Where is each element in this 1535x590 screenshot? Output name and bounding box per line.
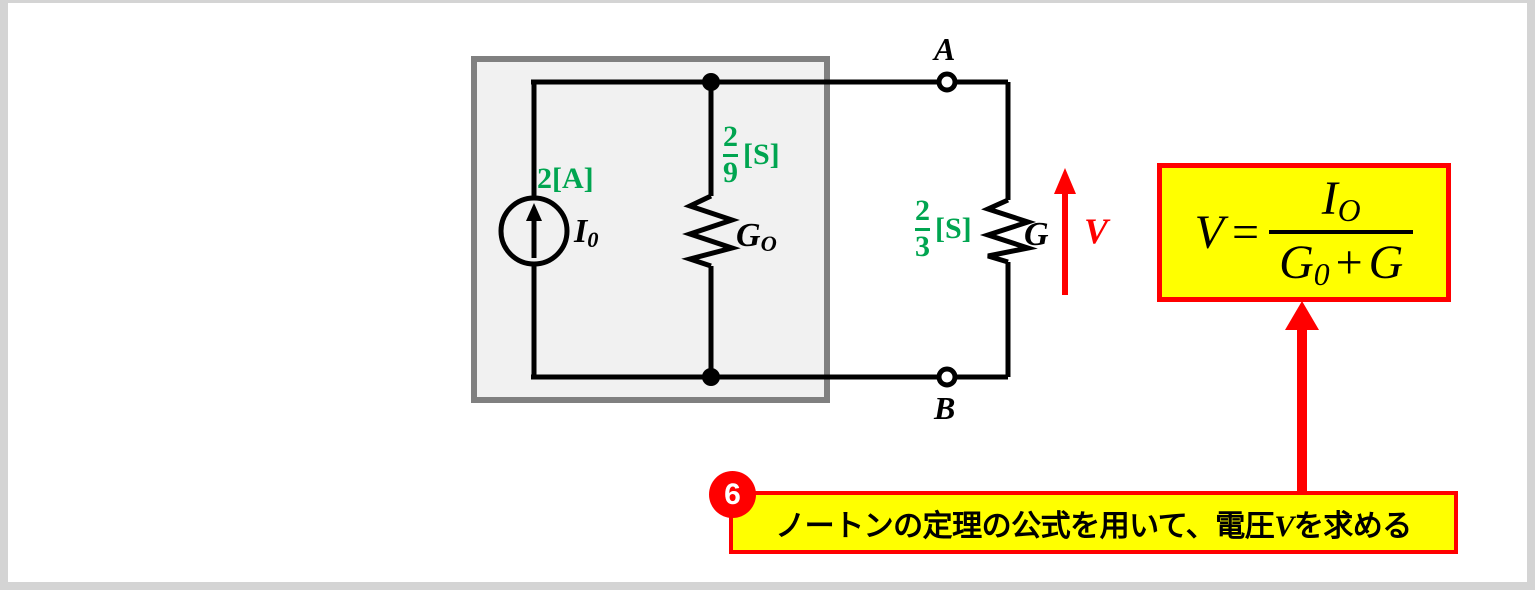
resistor-go-zigzag [681,193,741,269]
caption-suffix: を求める [1293,509,1413,543]
go-numerator: 2 [723,120,738,153]
terminal-b-label: B [934,390,956,426]
go-symbol-subscript: O [760,230,777,256]
formula-equals: = [1231,206,1260,259]
load-symbol: G [1024,216,1049,253]
junction-dot-top [702,73,720,91]
formula-numerator: IO [1269,174,1413,229]
voltage-arrow-head [1054,168,1076,194]
current-source-arrow-head [526,203,542,221]
load-fraction: 2 3 [915,194,930,263]
go-value-label: 2 9 [S] [723,120,780,189]
page-frame-top [0,0,1535,3]
go-fraction: 2 9 [723,120,738,189]
page-frame-right [1527,0,1535,590]
current-source-value-label: 2[A] [537,164,594,194]
caption-variable: V [1274,509,1294,543]
junction-dot-bottom [702,368,720,386]
current-source-unit: [A] [552,162,594,195]
current-source-symbol-subscript: 0 [587,226,599,252]
terminal-a-node [936,71,958,93]
step-number-badge: 6 [709,471,756,518]
voltage-label: V [1084,211,1109,251]
callout-arrow-head [1285,301,1319,330]
current-source-symbol-letter: I [574,213,588,250]
load-denominator: 3 [915,229,930,263]
go-unit: [S] [743,138,780,172]
formula-fraction: IO G0+G [1269,174,1414,291]
formula-fraction-bar [1269,229,1414,234]
norton-voltage-formula: V = IO G0+G [1194,174,1414,291]
go-symbol-letter: G [736,217,761,254]
step-caption-text: ノートンの定理の公式を用いて、電圧Vを求める [775,501,1412,545]
formula-plus: + [1335,235,1363,289]
current-source-symbol: I0 [574,215,598,251]
formula-denominator: G0+G [1269,234,1413,291]
formula-denominator-left-subscript: 0 [1313,256,1330,292]
formula-numerator-letter: I [1321,172,1338,226]
formula-lhs: V [1194,206,1224,259]
caption-prefix: ノートンの定理の公式を用いて、電圧 [775,509,1275,543]
page-frame-left [0,0,8,590]
load-value-label: 2 3 [S] [915,194,972,263]
formula-denominator-right: G [1368,235,1404,289]
load-fraction-bar [915,227,930,231]
terminal-a-label: A [934,31,956,67]
formula-numerator-subscript: O [1337,193,1361,229]
go-fraction-bar [723,153,738,157]
page-frame-bottom [0,582,1535,590]
step-number: 6 [724,477,741,511]
formula-denominator-left: G [1279,235,1314,289]
go-denominator: 9 [723,155,738,189]
load-numerator: 2 [915,194,930,227]
go-symbol: GO [736,219,777,255]
resistor-g-zigzag [979,197,1038,265]
formula-callout-box: V = IO G0+G [1157,163,1451,302]
load-unit: [S] [935,212,972,246]
step-caption-box: ノートンの定理の公式を用いて、電圧Vを求める [729,491,1458,554]
terminal-b-node [936,366,958,388]
current-source-value: 2 [537,162,552,195]
